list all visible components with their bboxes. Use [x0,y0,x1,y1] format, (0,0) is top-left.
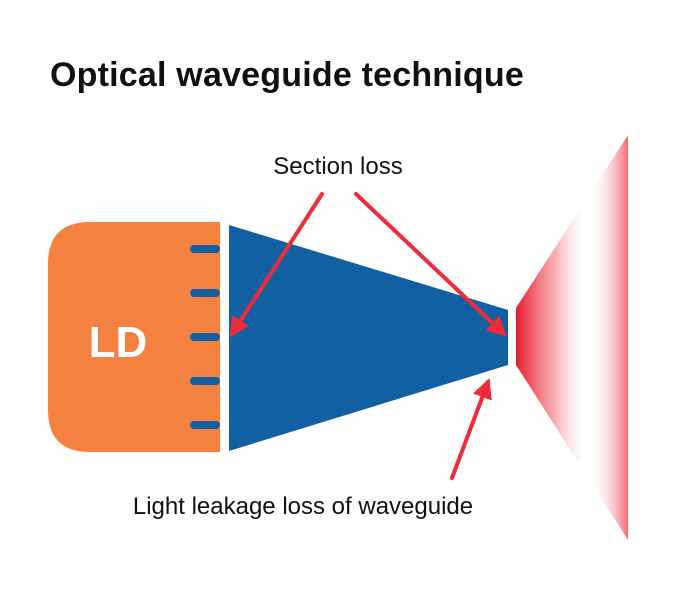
emitter-tooth [190,377,220,385]
section-loss-arrow-input [229,192,324,338]
emitter-tooth [190,245,220,253]
leakage-loss-arrow [450,378,492,480]
ld-emitter-teeth [190,245,220,429]
emitter-tooth [190,421,220,429]
tapered-waveguide [229,225,508,451]
section-loss-label: Section loss [273,153,402,180]
emitter-tooth [190,289,220,297]
ld-label: LD [89,318,148,367]
output-light-beam [516,135,628,540]
diagram-title: Optical waveguide technique [50,56,524,94]
ld-block: LD [48,222,220,452]
emitter-tooth [190,333,220,341]
section-loss-arrow-output [354,192,507,337]
leakage-loss-label: Light leakage loss of waveguide [133,493,473,520]
